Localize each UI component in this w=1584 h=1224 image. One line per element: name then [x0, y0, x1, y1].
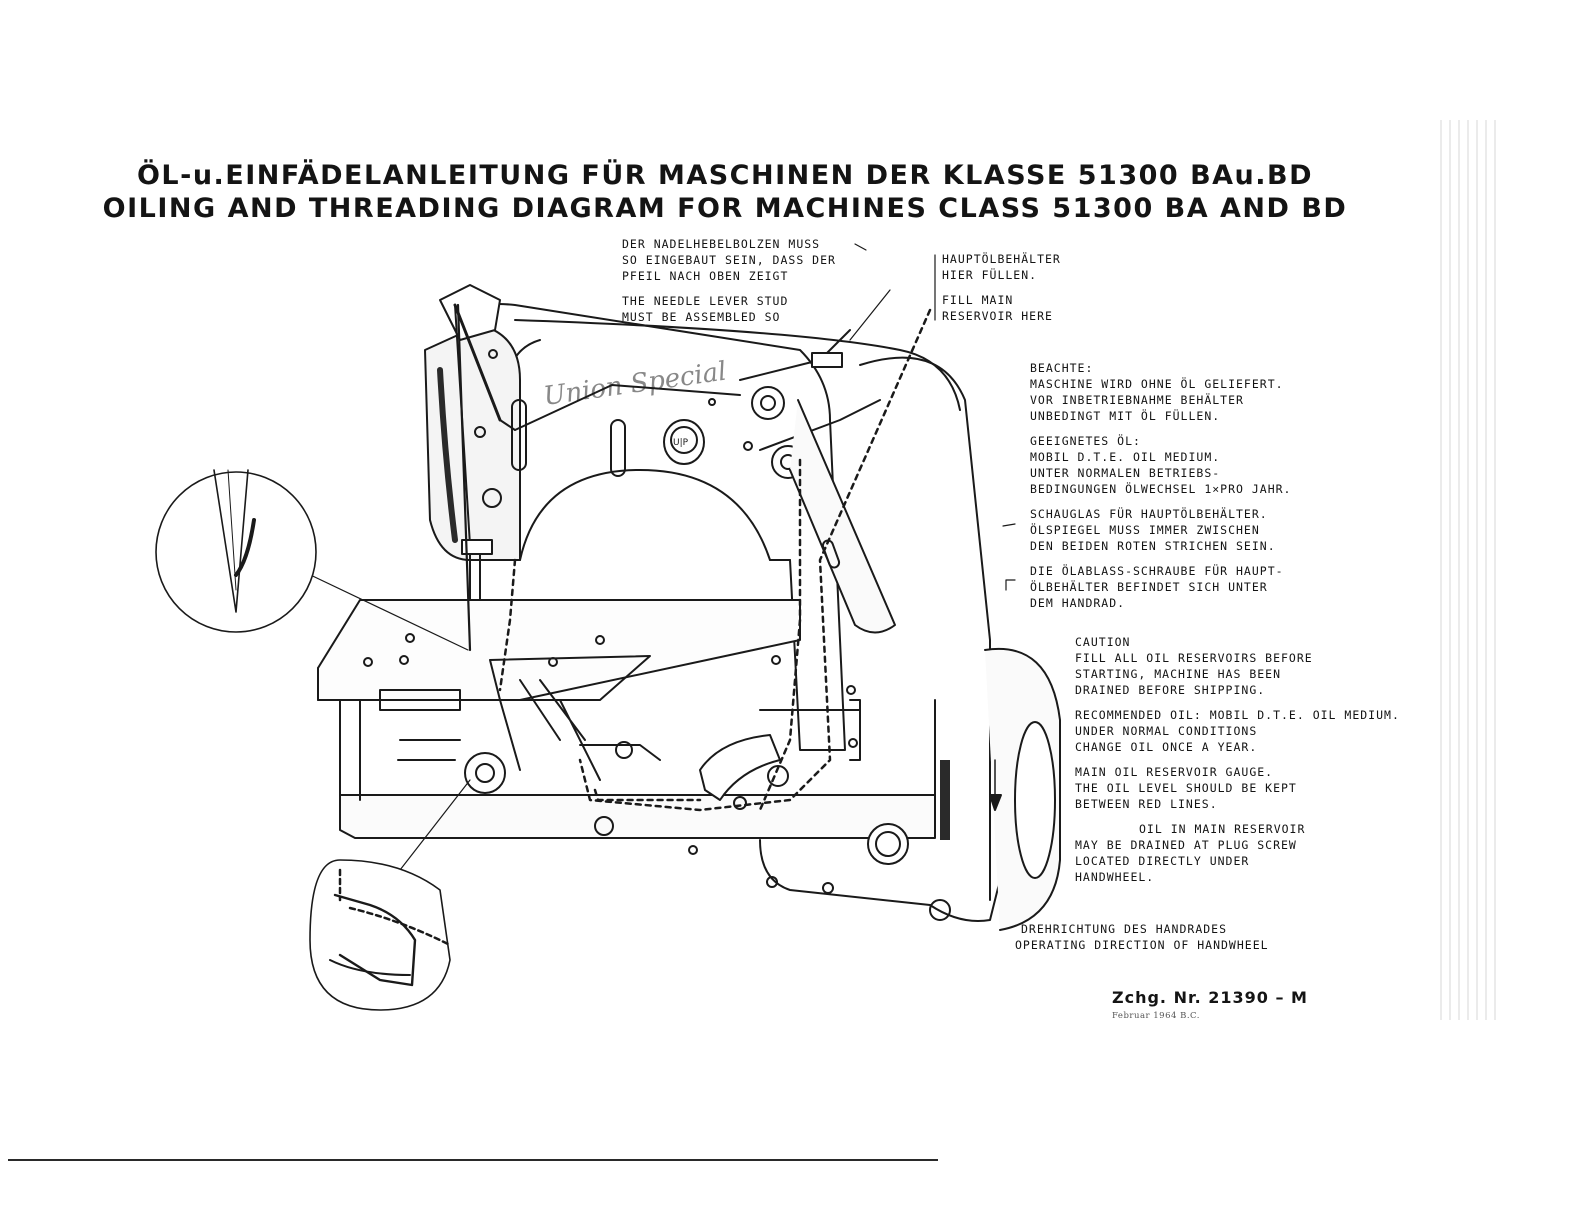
needle-detail-inset [155, 471, 317, 633]
drawing-number: Zchg. Nr. 21390 – M [1112, 988, 1308, 1007]
title-german: ÖL-u.EINFÄDELANLEITUNG FÜR MASCHINEN DER… [136, 160, 1314, 191]
english-notes: CAUTION FILL ALL OIL RESERVOIRS BEFORE S… [1075, 635, 1400, 884]
page-bleed-through [1440, 120, 1500, 1020]
title-english: OILING AND THREADING DIAGRAM FOR MACHINE… [102, 193, 1348, 224]
handwheel-direction-note: DREHRICHTUNG DES HANDRADES OPERATING DIR… [1015, 922, 1269, 952]
bottom-rule [8, 1159, 938, 1161]
reservoir-note: HAUPTÖLBEHÄLTER HIER FÜLLEN. FILL MAIN R… [942, 252, 1061, 323]
drawing-date: Februar 1964 B.C. [1112, 1011, 1200, 1021]
svg-text:U|P: U|P [673, 438, 689, 448]
german-notes: BEACHTE: MASCHINE WIRD OHNE ÖL GELIEFERT… [1030, 361, 1292, 610]
needle-stud-note: DER NADELHEBELBOLZEN MUSS SO EINGEBAUT S… [622, 237, 836, 324]
